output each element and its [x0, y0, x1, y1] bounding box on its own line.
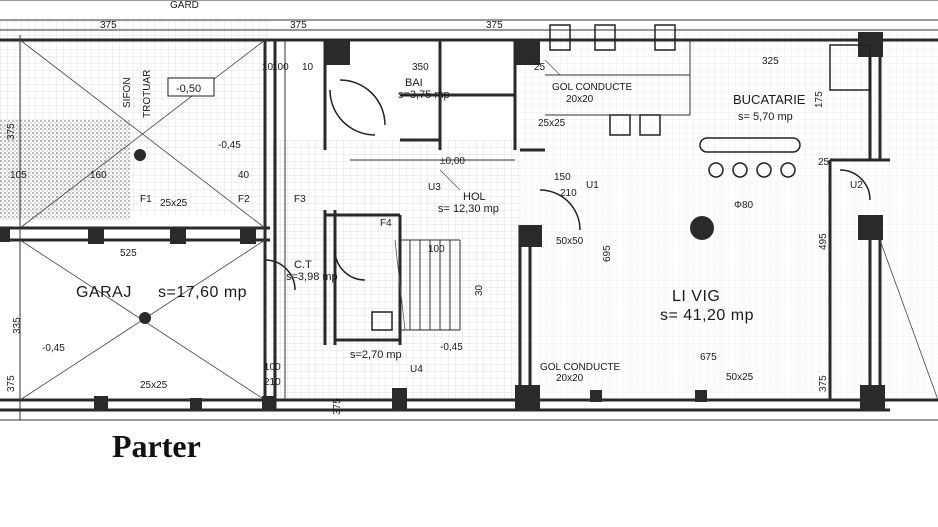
dim-10b: 10 — [302, 62, 314, 73]
room-area-living: s= 41,20 mp — [660, 307, 754, 324]
label-gol-conducte-top-size: 20x20 — [566, 94, 594, 105]
sifon-drain — [134, 149, 146, 161]
room-name-ct: C.T — [294, 259, 312, 271]
dim-30: 30 — [474, 284, 485, 296]
dim-525: 525 — [120, 248, 137, 259]
garage-drain — [139, 312, 151, 324]
label-f2: F2 — [238, 194, 250, 205]
dim-375-bottom-left: 375 — [6, 375, 17, 392]
dim-210a: 210 — [560, 188, 577, 199]
grid-area-living — [520, 160, 938, 400]
living-column — [690, 216, 714, 240]
dim-495: 495 — [818, 233, 829, 250]
dim-350: 350 — [412, 62, 429, 73]
dim-375-bottom-mid: 375 — [332, 398, 343, 415]
label-level-045b: -0,45 — [42, 343, 65, 354]
label-level-045c: -0,45 — [440, 342, 463, 353]
dim-50x25: 50x25 — [726, 372, 754, 383]
dim-375-left: 375 — [6, 123, 17, 140]
dim-100c: 100 — [264, 362, 281, 373]
dim-50x50: 50x50 — [556, 236, 584, 247]
dim-175: 175 — [814, 91, 825, 108]
dim-105: 105 — [10, 170, 27, 181]
label-level-000: ±0,00 — [440, 156, 465, 167]
label-sifon: SIFON — [122, 77, 133, 108]
room-area-garaj: s=17,60 mp — [158, 284, 247, 301]
dim-160: 160 — [90, 170, 107, 181]
room-area-bucatarie: s= 5,70 mp — [738, 111, 793, 123]
dim-40: 40 — [238, 170, 250, 181]
level-box — [167, 77, 215, 97]
label-u1: U1 — [586, 180, 599, 191]
label-f3: F3 — [294, 194, 306, 205]
label-f4: F4 — [380, 218, 392, 229]
label-u3: U3 — [428, 182, 441, 193]
dim-100: 100 — [272, 62, 289, 73]
dim-25x25b: 25x25 — [140, 380, 168, 391]
label-gol-conducte-bottom: GOL CONDUCTE — [540, 362, 621, 373]
dim-695: 695 — [602, 245, 613, 262]
room-name-bucatarie: BUCATARIE — [733, 92, 806, 107]
dim-675: 675 — [700, 352, 717, 363]
dim-210b: 210 — [264, 377, 281, 388]
label-u2: U2 — [850, 180, 863, 191]
label-column-80: Φ80 — [734, 200, 754, 211]
label-f1: F1 — [140, 194, 152, 205]
room-name-living: LI VIG — [672, 288, 720, 305]
dim-375-top-a: 375 — [100, 20, 117, 31]
kitchen-fixtures — [264, 24, 871, 331]
label-u4: U4 — [410, 364, 423, 375]
hatch-marks — [394, 59, 561, 331]
dim-325: 325 — [762, 56, 779, 67]
dim-375-top-b: 375 — [290, 20, 307, 31]
dim-25x25c: 25x25 — [538, 118, 566, 129]
dim-25x25a: 25x25 — [160, 198, 188, 209]
walls — [0, 38, 938, 412]
dim-10a: 10 — [262, 62, 274, 73]
dim-375-top-c: 375 — [486, 20, 503, 31]
room-name-garaj: GARAJ — [76, 284, 132, 301]
thin-lines — [0, 0, 938, 421]
dim-150: 150 — [554, 172, 571, 183]
room-area-hol: s= 12,30 mp — [438, 203, 499, 215]
room-area-wc: s=2,70 mp — [350, 349, 402, 361]
grid-area-hall — [270, 140, 520, 400]
room-name-hol: HOL — [463, 191, 486, 203]
label-gol-conducte-bottom-size: 20x20 — [556, 373, 584, 384]
dim-335: 335 — [12, 317, 23, 334]
label-level-045a: -0,45 — [218, 140, 241, 151]
label-gard: GARD — [170, 0, 199, 11]
dim-25a: 25 — [534, 62, 546, 73]
label-level-050: -0,50 — [176, 83, 201, 95]
label-trotuar: TROTUAR — [142, 70, 153, 118]
room-area-baie: s=3,75 mp — [398, 89, 450, 101]
dim-25b: 25 — [818, 157, 830, 168]
floor-caption: Parter — [112, 428, 201, 464]
columns — [0, 32, 885, 410]
noise-left — [0, 120, 130, 220]
label-gol-conducte-top: GOL CONDUCTE — [552, 82, 633, 93]
dim-375-bottom-right: 375 — [818, 375, 829, 392]
room-area-ct: s=3,98 mp — [286, 271, 338, 283]
dim-100b: 100 — [428, 244, 445, 255]
room-name-baie: BAI — [405, 77, 423, 89]
